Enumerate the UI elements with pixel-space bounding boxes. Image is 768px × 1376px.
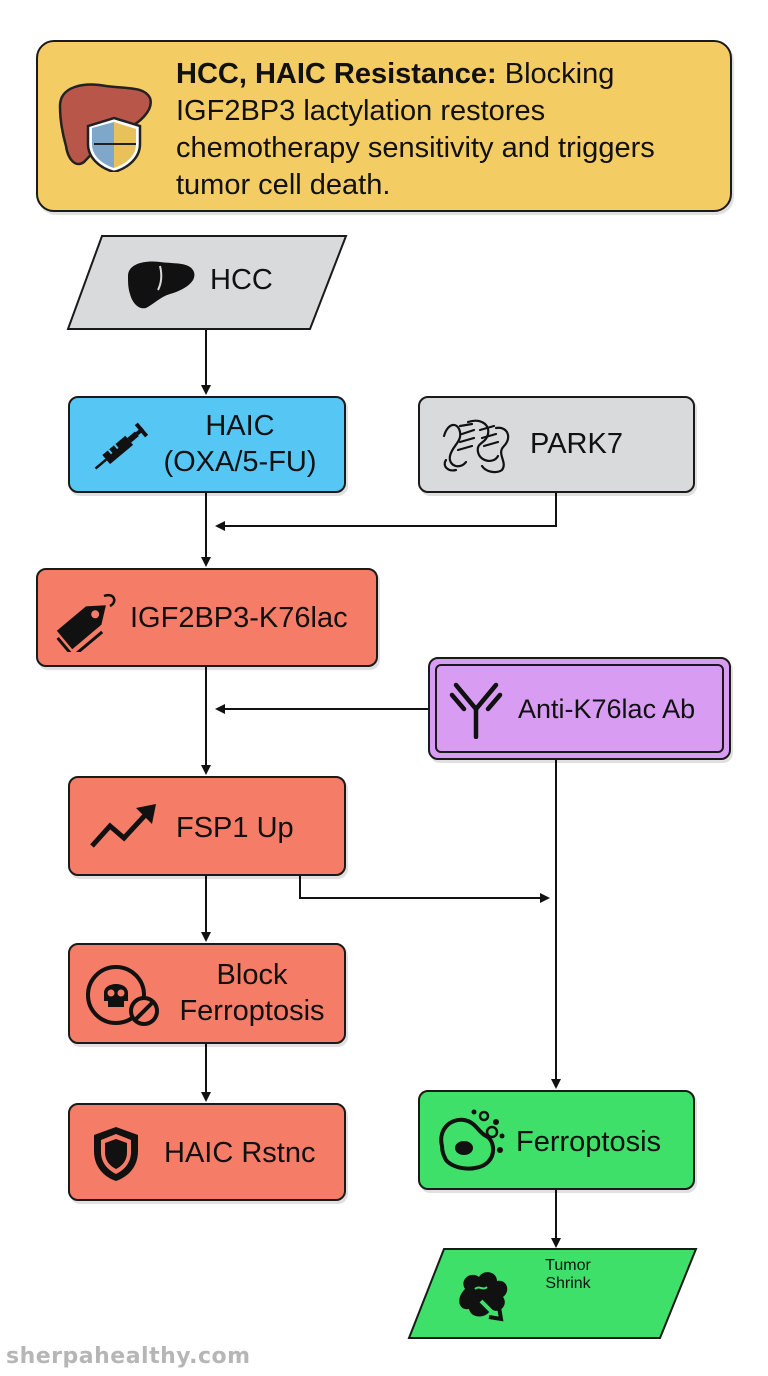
block-label-line2: Ferroptosis — [179, 995, 325, 1027]
node-tumor-shrink: Tumor Shrink — [409, 1249, 696, 1338]
tumor-label-line1: Tumor — [545, 1257, 591, 1274]
trend-up-icon — [90, 804, 156, 848]
node-block-ferroptosis: Block Ferroptosis — [68, 943, 346, 1044]
shield-icon — [94, 1127, 138, 1181]
arrow-fsp1-to-right — [299, 876, 550, 903]
node-hcc: HCC — [68, 236, 346, 330]
haic-label-line1: HAIC — [205, 410, 275, 442]
antibody-icon — [449, 682, 503, 739]
haic-label-line2: (OXA/5-FU) — [163, 446, 317, 478]
node-igf2bp3: IGF2BP3-K76lac — [36, 568, 378, 667]
antibody-label: Anti-K76lac Ab — [518, 694, 696, 724]
node-haic-rstnc: HAIC Rstnc — [68, 1103, 346, 1201]
node-ferroptosis: Ferroptosis — [418, 1090, 695, 1190]
park7-label: PARK7 — [530, 428, 623, 460]
fsp1-label: FSP1 Up — [176, 812, 294, 844]
arrow-park7-to-path — [215, 493, 557, 531]
ferroptosis-label: Ferroptosis — [516, 1126, 662, 1158]
summary-banner: HCC, HAIC Resistance: Blocking IGF2BP3 l… — [36, 40, 732, 212]
protein-icon — [442, 419, 510, 474]
node-park7: PARK7 — [418, 396, 695, 493]
banner-title: HCC, HAIC Resistance: — [176, 58, 497, 90]
banner-text: HCC, HAIC Resistance: Blocking IGF2BP3 l… — [176, 56, 716, 204]
node-fsp1: FSP1 Up — [68, 776, 346, 876]
tumor-icon — [459, 1272, 508, 1322]
banner-body: Blocking IGF2BP3 lactylation restores ch… — [176, 58, 655, 201]
skull-block-icon — [86, 965, 159, 1026]
watermark: sherpahealthy.com — [6, 1344, 251, 1369]
node-haic: HAIC (OXA/5-FU) — [68, 396, 346, 493]
liver-icon — [128, 261, 195, 309]
haic-rstnc-label: HAIC Rstnc — [164, 1137, 316, 1169]
cell-burst-icon — [439, 1109, 505, 1171]
block-label-line1: Block — [216, 959, 288, 991]
liver-shield-icon — [58, 83, 152, 172]
node-antibody: Anti-K76lac Ab — [428, 657, 731, 760]
antibody-inner-border — [435, 664, 724, 753]
syringe-icon — [94, 422, 149, 470]
igf2bp3-label: IGF2BP3-K76lac — [130, 602, 348, 634]
tag-icon — [56, 593, 116, 652]
tumor-label-line2: Shrink — [545, 1275, 591, 1292]
hcc-label: HCC — [210, 264, 273, 296]
